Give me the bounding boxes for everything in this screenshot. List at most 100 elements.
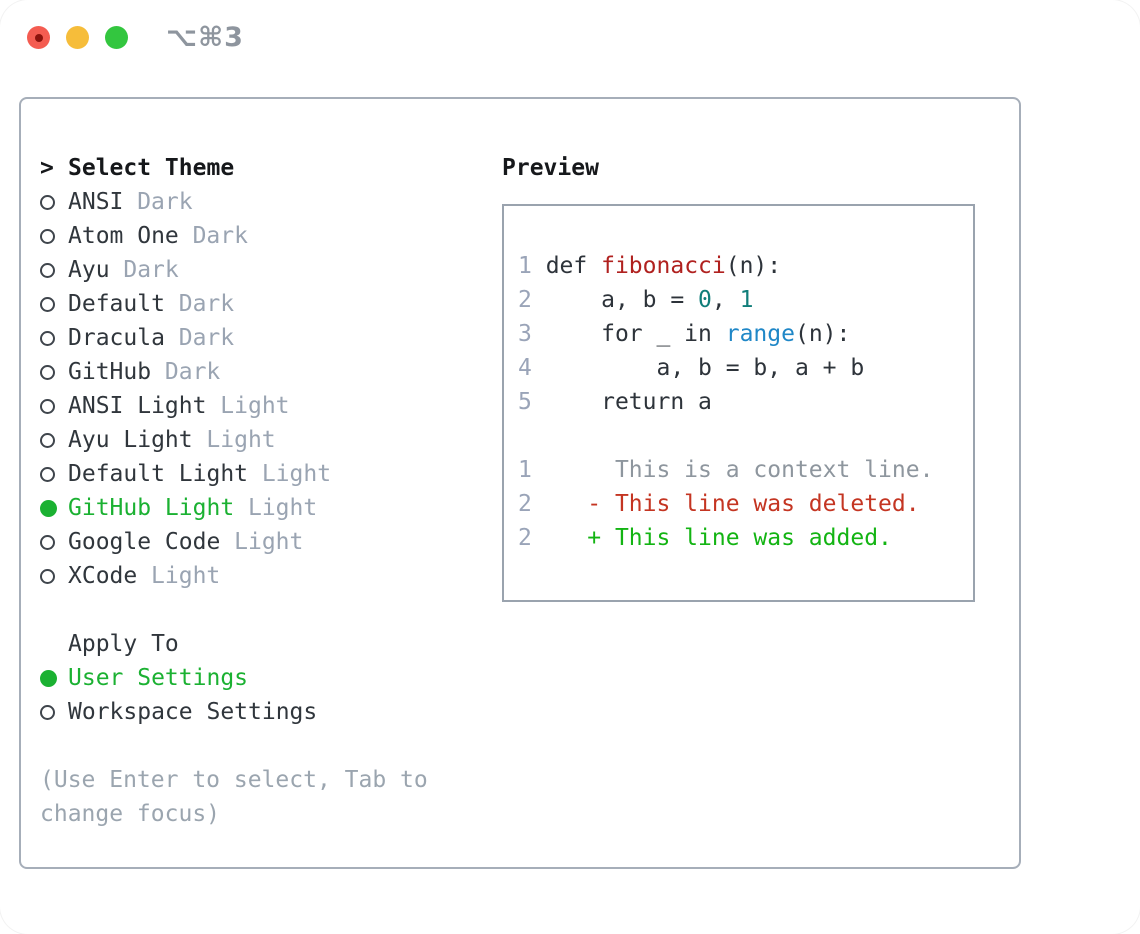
option-label: Atom One: [68, 223, 179, 249]
option-label: Workspace Settings: [68, 699, 318, 725]
option-label: GitHub: [68, 359, 152, 385]
option-label: GitHub Light: [68, 495, 235, 521]
line-number: 4: [518, 355, 532, 381]
radio-icon[interactable]: [40, 704, 55, 720]
radio-icon[interactable]: [40, 228, 55, 244]
radio-selected-icon[interactable]: [40, 499, 57, 517]
code-line: 3 for _ in range(n):: [518, 321, 973, 355]
minimize-button[interactable]: [66, 26, 89, 49]
code-line: 2 + This line was added.: [518, 525, 973, 559]
option-label: Google Code: [68, 529, 221, 555]
code-token-builtin: range: [725, 321, 795, 347]
radio-selected-icon[interactable]: [40, 669, 57, 687]
preview-header: Preview: [502, 151, 975, 185]
theme-option-github[interactable]: GitHub Dark: [40, 355, 490, 389]
theme-variant-label: Dark: [178, 325, 235, 351]
theme-variant-label: Light: [206, 427, 276, 453]
titlebar: ⌥⌘3: [0, 0, 1140, 74]
code-line: 2 a, b = 0, 1: [518, 287, 973, 321]
code-line: 1 This is a context line.: [518, 457, 973, 491]
code-token-deleted: - This line was deleted.: [531, 491, 920, 517]
theme-variant-label: Light: [220, 393, 290, 419]
code-token-context: This is a context line.: [531, 457, 934, 483]
code-token-code: for _ in: [531, 321, 726, 347]
theme-option-dracula[interactable]: Dracula Dark: [40, 321, 490, 355]
option-label: ANSI Light: [68, 393, 207, 419]
apply-option-user-settings[interactable]: User Settings: [40, 661, 490, 695]
radio-icon[interactable]: [40, 262, 55, 278]
apply-option-workspace-settings[interactable]: Workspace Settings: [40, 695, 490, 729]
code-line: 4 a, b = b, a + b: [518, 355, 973, 389]
theme-variant-label: Dark: [178, 291, 235, 317]
line-number: 3: [518, 321, 532, 347]
theme-option-ayu[interactable]: Ayu Dark: [40, 253, 490, 287]
option-label: Dracula: [68, 325, 165, 351]
code-token-added: + This line was added.: [531, 525, 892, 551]
theme-variant-label: Light: [234, 529, 304, 555]
line-number: 2: [518, 525, 532, 551]
zoom-button[interactable]: [105, 26, 128, 49]
theme-option-ayu-light[interactable]: Ayu Light Light: [40, 423, 490, 457]
option-label: Default: [68, 291, 165, 317]
radio-icon[interactable]: [40, 466, 55, 482]
code-token-number: 1: [739, 287, 754, 313]
radio-icon[interactable]: [40, 296, 55, 312]
theme-variant-label: Light: [261, 461, 332, 487]
theme-option-ansi[interactable]: ANSI Dark: [40, 185, 490, 219]
code-token-function: fibonacci: [601, 253, 726, 279]
code-token-code: return a: [531, 389, 712, 415]
theme-variant-label: Light: [151, 563, 221, 589]
preview-title: Preview: [502, 155, 599, 181]
apply-to-title: Apply To: [68, 631, 179, 657]
option-label: ANSI: [68, 189, 124, 215]
code-token-code: (n):: [725, 253, 782, 279]
preview-column: Preview 1 def fibonacci(n):2 a, b = 0, 1…: [502, 151, 975, 602]
radio-icon[interactable]: [40, 568, 55, 584]
code-token-number: 0: [698, 287, 712, 313]
option-label: Default Light: [68, 461, 249, 487]
theme-variant-label: Dark: [123, 257, 179, 283]
radio-icon[interactable]: [40, 432, 55, 448]
apply-to-header: Apply To: [40, 627, 490, 661]
theme-option-ansi-light[interactable]: ANSI Light Light: [40, 389, 490, 423]
line-number: 1: [518, 253, 532, 279]
radio-icon[interactable]: [40, 330, 55, 346]
select-theme-header: > Select Theme: [40, 151, 490, 185]
line-number: 2: [518, 491, 532, 517]
theme-variant-label: Dark: [192, 223, 248, 249]
option-label: Ayu Light: [68, 427, 193, 453]
close-button[interactable]: [27, 26, 50, 49]
radio-icon[interactable]: [40, 194, 55, 210]
line-number: 5: [518, 389, 532, 415]
code-line: 5 return a: [518, 389, 973, 423]
option-label: Ayu: [68, 257, 110, 283]
theme-option-default-light[interactable]: Default Light Light: [40, 457, 490, 491]
code-token-code: def: [531, 253, 602, 279]
theme-option-default[interactable]: Default Dark: [40, 287, 490, 321]
code-line: 1 def fibonacci(n):: [518, 253, 973, 287]
help-text: (Use Enter to select, Tab to change focu…: [40, 767, 428, 827]
option-label: User Settings: [68, 665, 249, 691]
code-line: [518, 423, 973, 457]
theme-variant-label: Dark: [137, 189, 193, 215]
code-token-code: ,: [711, 287, 740, 313]
code-token-code: a, b = b, a + b: [531, 355, 865, 381]
theme-option-atom-one[interactable]: Atom One Dark: [40, 219, 490, 253]
radio-icon[interactable]: [40, 534, 55, 550]
code-token-code: a, b =: [531, 287, 699, 313]
prompt-caret-icon: >: [40, 155, 54, 181]
code-token-code: (n):: [794, 321, 851, 347]
radio-icon[interactable]: [40, 398, 55, 414]
window-shortcut-label: ⌥⌘3: [166, 22, 244, 53]
theme-variant-label: Dark: [164, 359, 221, 385]
theme-option-google-code[interactable]: Google Code Light: [40, 525, 490, 559]
radio-icon[interactable]: [40, 364, 55, 380]
